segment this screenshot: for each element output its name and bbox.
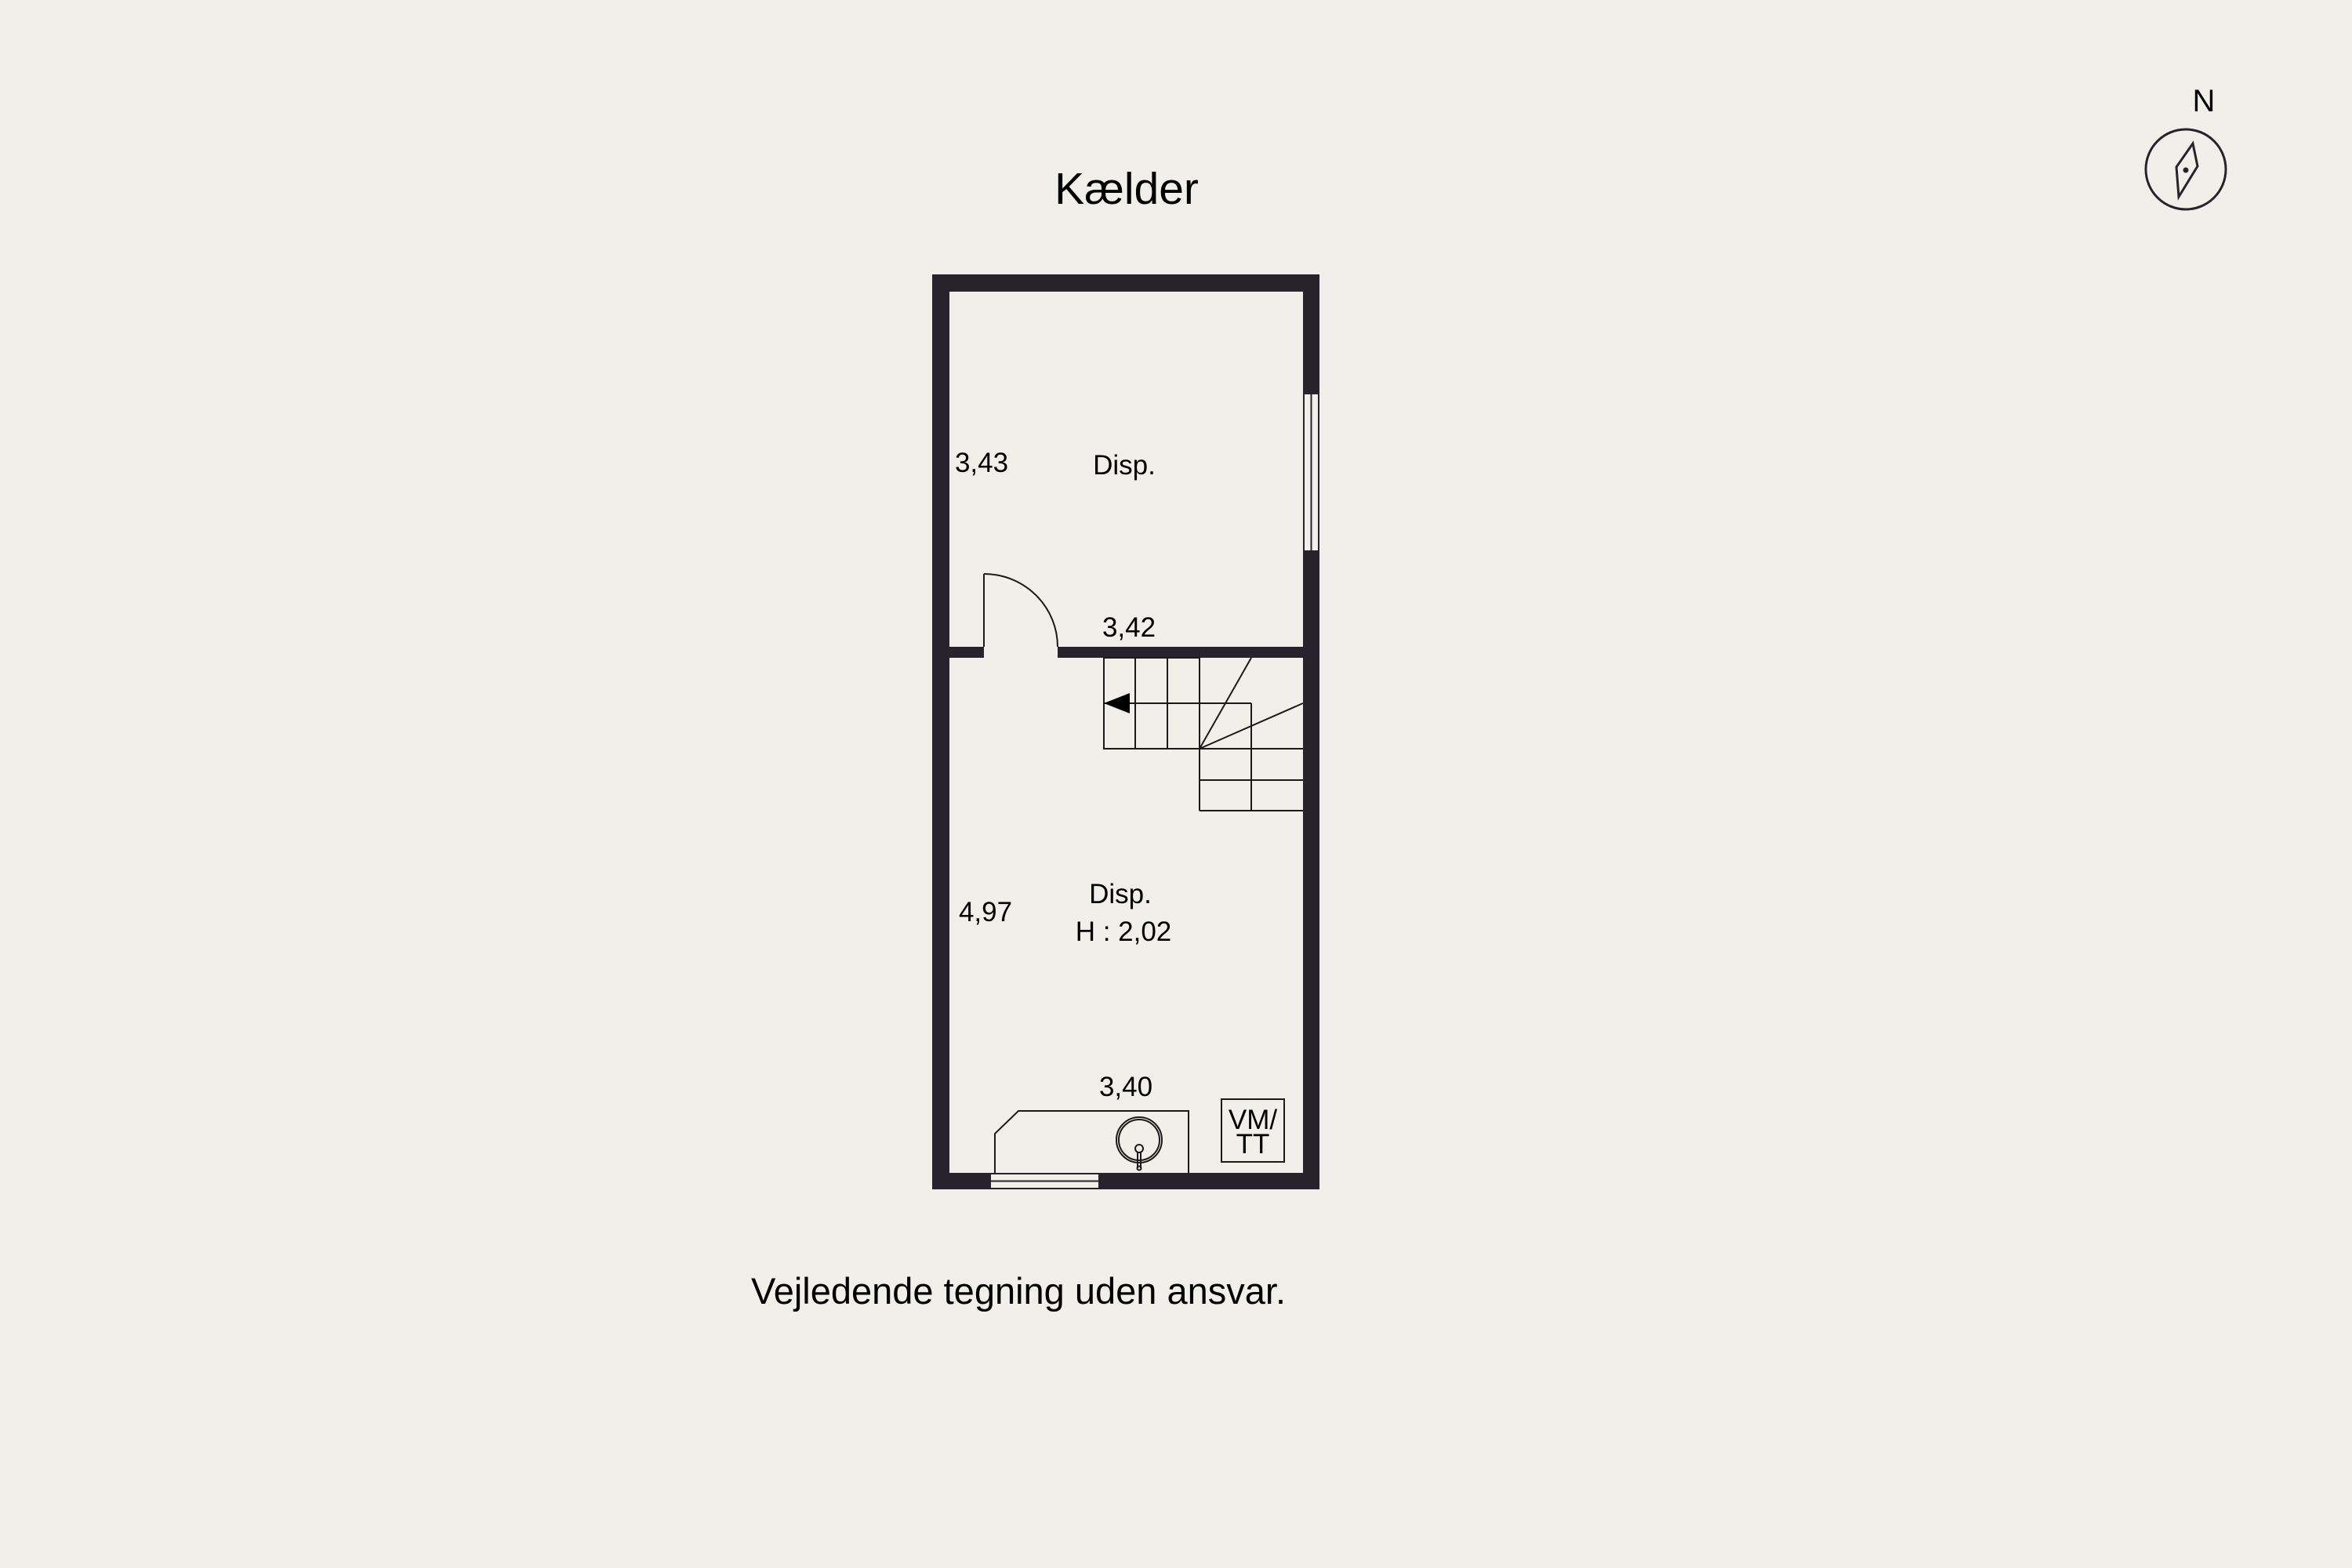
- meter-label-line2: TT: [1236, 1129, 1270, 1160]
- staircase: [1103, 657, 1304, 811]
- compass-icon: N: [2144, 84, 2227, 211]
- window-south: [989, 1173, 1100, 1189]
- room1-dim-bottom: 3,42: [1102, 612, 1156, 643]
- floor-title: Kælder: [1054, 164, 1199, 214]
- disclaimer-note: Vejledende tegning uden ansvar.: [751, 1270, 1286, 1312]
- room2-dim-bottom: 3,40: [1099, 1072, 1152, 1102]
- counter-with-sink: [994, 1110, 1189, 1173]
- walls: [932, 274, 1319, 1189]
- compass-north-label: N: [2193, 84, 2216, 118]
- room1-dim-left: 3,43: [955, 448, 1008, 478]
- room1-name: Disp.: [1093, 450, 1156, 481]
- meter-label-line1: VM/: [1229, 1105, 1278, 1135]
- room2-dim-left: 4,97: [959, 897, 1012, 927]
- room2-height: H : 2,02: [1076, 916, 1172, 947]
- stair-direction-arrow-icon: [1104, 693, 1130, 713]
- window-east: [1303, 393, 1319, 552]
- meter-box: VM/ TT: [1221, 1098, 1285, 1163]
- door-swing: [983, 573, 1058, 648]
- room2-name: Disp.: [1089, 879, 1152, 909]
